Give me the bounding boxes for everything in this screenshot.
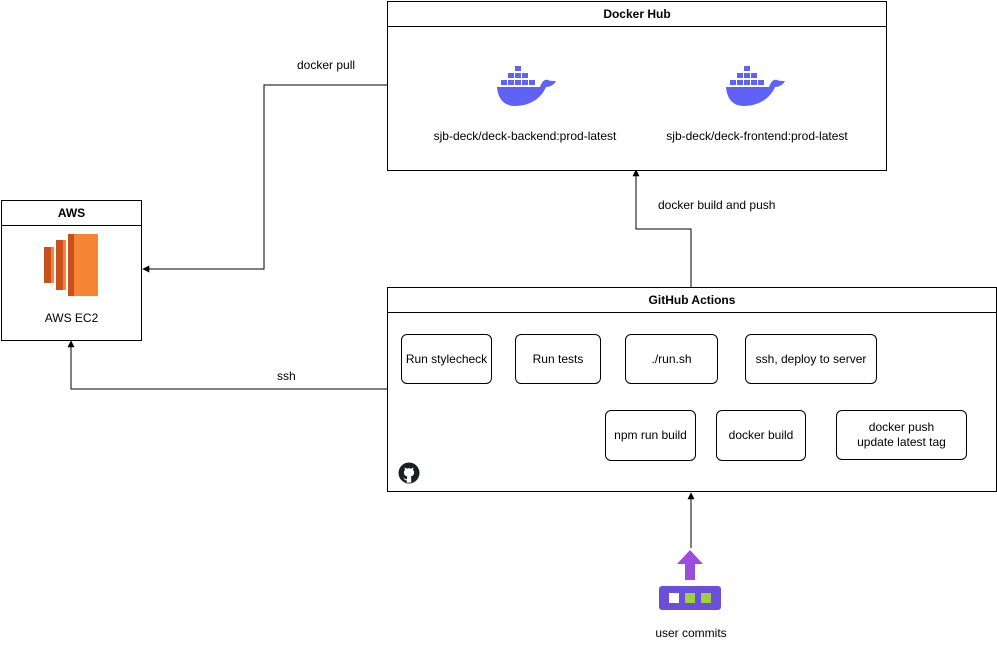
commit-push-icon — [657, 548, 723, 612]
step-docker-build[interactable]: docker build — [716, 410, 806, 461]
aws-container[interactable]: AWS AWS EC2 — [1, 200, 142, 341]
github-actions-container[interactable]: GitHub Actions — [387, 287, 997, 492]
step-run-stylecheck[interactable]: Run stylecheck — [401, 334, 492, 384]
step-run-tests[interactable]: Run tests — [515, 334, 601, 384]
edge-docker-build-push — [632, 169, 692, 287]
aws-service-label: AWS EC2 — [44, 311, 99, 325]
docker-hub-container[interactable]: Docker Hub sjb-deck/deck-backend:prod-la… — [387, 1, 887, 171]
user-commits-label: user commits — [655, 626, 727, 640]
github-icon — [398, 462, 420, 484]
edge-label-ssh: ssh — [277, 369, 296, 383]
docker-image-frontend: sjb-deck/deck-frontend:prod-latest — [666, 129, 848, 143]
docker-whale-icon — [724, 64, 786, 108]
docker-whale-icon — [495, 64, 557, 108]
step-ssh-deploy[interactable]: ssh, deploy to server — [745, 334, 877, 384]
step-run-sh[interactable]: ./run.sh — [625, 334, 718, 384]
aws-title: AWS — [2, 201, 141, 226]
edge-docker-pull — [142, 84, 387, 273]
github-actions-title: GitHub Actions — [388, 288, 996, 313]
docker-image-backend: sjb-deck/deck-backend:prod-latest — [433, 129, 617, 143]
step-docker-push[interactable]: docker push update latest tag — [836, 410, 967, 460]
aws-ec2-icon — [42, 234, 100, 296]
edge-label-docker-pull: docker pull — [297, 58, 356, 72]
edge-ssh — [67, 340, 387, 390]
edge-label-docker-build-push: docker build and push — [658, 198, 776, 212]
docker-hub-title: Docker Hub — [388, 2, 886, 27]
step-npm-run-build[interactable]: npm run build — [605, 410, 696, 461]
